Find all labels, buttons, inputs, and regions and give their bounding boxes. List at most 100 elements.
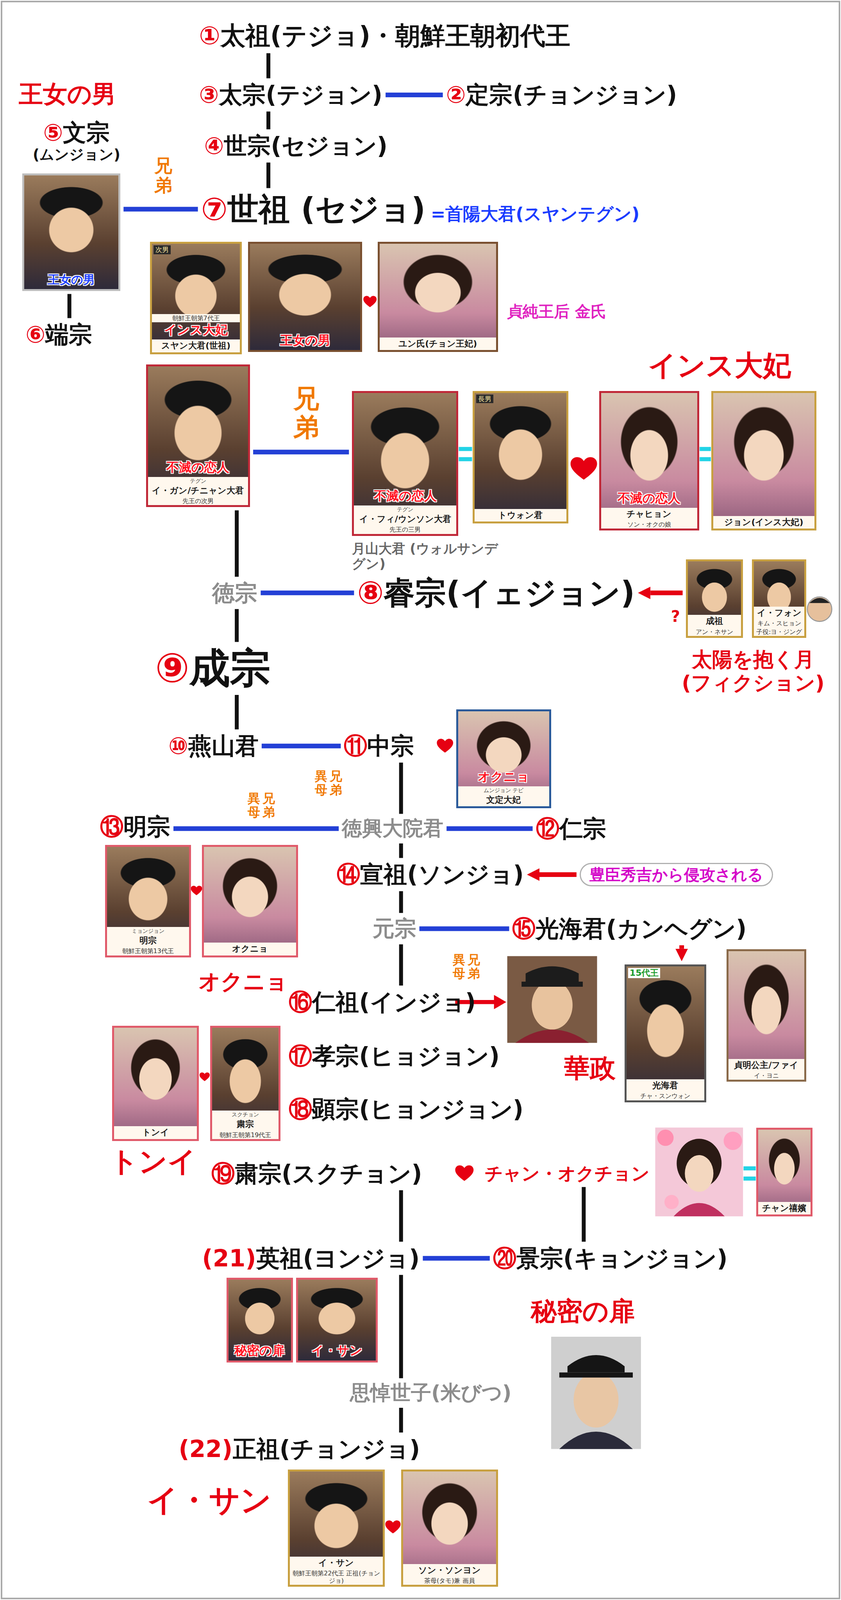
- node-text: 中宗: [367, 732, 415, 760]
- node-text: 不滅の恋人: [148, 459, 249, 475]
- flower: [664, 1194, 679, 1210]
- node-text: 王女の男: [249, 332, 361, 348]
- portrait-card: イ・サン: [296, 1277, 378, 1363]
- heart: [570, 457, 598, 480]
- node-text: ジョン(インス大妃): [713, 516, 815, 529]
- edge-label: 異母兄弟: [314, 769, 343, 799]
- portrait-card: 貞明公主/ファイイ・ヨニ: [726, 949, 807, 1083]
- node-text: 秘密の扉: [228, 1342, 292, 1358]
- connector: [67, 294, 72, 319]
- node-text: ユン氏(チョン王妃): [379, 337, 497, 350]
- node-text: イ・フォン: [753, 606, 804, 620]
- equals-bar: [458, 457, 472, 461]
- node-text: 朝鮮王朝第13代王: [107, 946, 189, 956]
- ruler-name: ⑭宣祖(ソンジョ): [336, 860, 524, 888]
- connector: [234, 510, 239, 577]
- node-text: ⑩: [168, 732, 189, 760]
- node-text: =首陽大君(スヤンテグン): [430, 203, 640, 225]
- node-text: ②: [446, 81, 467, 109]
- node-text: ⑬: [99, 813, 124, 841]
- node-text: ミョンジョン: [107, 926, 189, 935]
- node-text: 不滅の恋人: [601, 490, 698, 506]
- ruler-name: ⑫仁宗: [535, 815, 607, 843]
- node-text: 先王の三男: [353, 525, 457, 534]
- node-text: テグン: [148, 476, 249, 485]
- portrait-card: 不滅の恋人チャヒョンソン・オクの娘: [599, 391, 700, 531]
- node-text: イ・フィ/ウンソン大君: [353, 512, 457, 526]
- node-text: 睿宗(イェジョン): [383, 574, 635, 611]
- node-text: 明宗: [123, 813, 171, 841]
- equals-bar: [743, 1176, 756, 1181]
- node-text: ⑯: [288, 988, 313, 1016]
- node-text: トンイ: [114, 1126, 197, 1139]
- node-text: 文定大妃: [458, 793, 550, 807]
- portrait-hat: [521, 981, 583, 987]
- node-text: 太宗(テジョン): [218, 81, 383, 109]
- portrait-face: [573, 1372, 619, 1428]
- connector: [399, 762, 404, 814]
- node-text: ソン・オクの娘: [601, 520, 698, 529]
- node-text: 15代王: [628, 967, 661, 979]
- portrait-hat: [559, 1372, 633, 1378]
- node-text: 世宗(セジョン): [223, 132, 388, 160]
- drama-title: 貞純王后 金氏: [507, 302, 607, 321]
- portrait-card: 次男朝鮮王朝第7代王インス大妃スヤン大君(世祖): [149, 241, 242, 354]
- node-text: 貞明公主/ファイ: [728, 1058, 805, 1072]
- connector: [260, 590, 354, 596]
- ruler-name: ⑯仁祖(インジョ): [288, 988, 476, 1016]
- drama-title: イ・サン: [147, 1482, 272, 1518]
- portrait-photo: [655, 1127, 743, 1217]
- node-text: 思悼世子(米びつ): [349, 1381, 512, 1405]
- ruler-name: チャン・オクチョン: [484, 1163, 650, 1184]
- node-text: 王女の男: [24, 272, 119, 287]
- node-text: イ・サン: [289, 1556, 383, 1570]
- node-text: ⑱: [288, 1095, 313, 1123]
- node-text: 正祖(チョンジョ): [232, 1435, 421, 1463]
- node-text: ⑨: [155, 644, 190, 692]
- ruler-name: ⑱顕宗(ヒョンジョン): [288, 1095, 524, 1123]
- connector: [422, 1255, 490, 1261]
- node-text: ⑧: [357, 574, 384, 611]
- node-text: 徳興大院君: [341, 816, 444, 841]
- ruler-name: ⑤文宗(ムンジョン): [32, 119, 121, 163]
- node-text: 仁祖(インジョ): [312, 988, 476, 1016]
- node-text: 光海君: [626, 1079, 705, 1092]
- connector: [650, 590, 683, 596]
- edge-label: ?: [671, 607, 681, 625]
- node-text: アン・ネサン: [687, 627, 742, 636]
- node-text: 豊臣秀吉から侵攻される: [589, 865, 764, 884]
- node-text: イ・ガン/チニャン大君: [148, 484, 249, 497]
- node-text: 朝鮮王朝第19代王: [212, 1130, 279, 1140]
- ruler-name: ②定宗(チョンジョン): [446, 81, 678, 109]
- node-text: 元宗: [372, 915, 417, 941]
- connector: [399, 843, 404, 858]
- node-text: 粛宗: [212, 1117, 279, 1131]
- connector: [679, 945, 684, 949]
- node-text: 光海君(カンヘグン): [535, 915, 747, 943]
- edge-label: 異母兄弟: [452, 953, 481, 983]
- ruler-name: ⑥端宗: [25, 321, 93, 349]
- portrait-card: チャン禧嬪: [756, 1127, 813, 1217]
- node-text: 英祖(ヨンジョ): [256, 1244, 420, 1272]
- node-text: 子役:ヨ・ジング: [753, 627, 804, 636]
- connector: [266, 53, 271, 79]
- connector: [419, 926, 510, 931]
- node-text: (ムンジョン): [32, 146, 121, 163]
- node-text: 太祖(テジョ)・朝鮮王朝初代王: [220, 21, 571, 51]
- node-text: 世祖 (セジョ): [227, 191, 426, 228]
- drama-title: 月山大君 (ウォルサンデグン): [351, 541, 501, 572]
- node-text: 景宗(キョンジョン): [516, 1244, 728, 1272]
- heart: [436, 738, 454, 753]
- connector: [399, 1274, 404, 1379]
- portrait-card: 成祖アン・ネサン: [685, 559, 743, 638]
- node-text: 先王の次男: [148, 496, 249, 506]
- portrait-robe: [559, 1431, 633, 1449]
- portrait-card: ユン氏(チョン王妃): [377, 241, 499, 352]
- ruler-name: ⑬明宗: [99, 813, 171, 841]
- connector: [123, 207, 198, 212]
- node-text: イ・サン: [298, 1342, 376, 1358]
- ruler-name: ⑨成宗: [155, 644, 271, 692]
- connector: [539, 872, 577, 877]
- ruler-name: ⑦世祖 (セジョ)=首陽大君(スヤンテグン): [201, 191, 640, 228]
- ruler-name: 徳興大院君: [341, 816, 444, 841]
